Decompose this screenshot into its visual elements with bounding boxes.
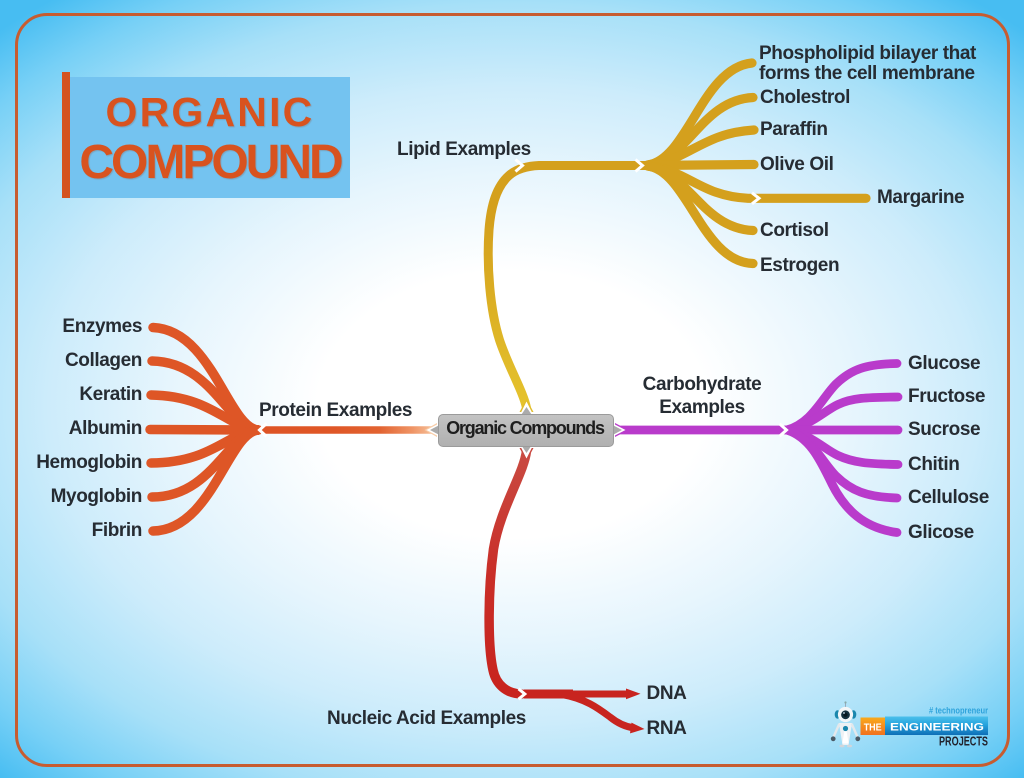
svg-text:ENGINEERING: ENGINEERING	[890, 722, 984, 734]
svg-text:THE: THE	[864, 722, 882, 734]
svg-text:# technopreneur: # technopreneur	[929, 706, 988, 717]
svg-text:PROJECTS: PROJECTS	[939, 735, 988, 749]
